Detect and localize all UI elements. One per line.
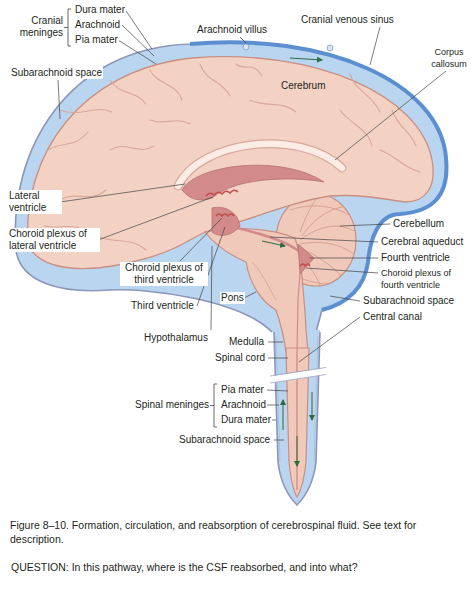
meninges-label: Dura mater [220,414,272,426]
meninges-label: Arachnoid [74,19,121,31]
part-label: Choroid plexus of lateral ventricle [8,228,100,252]
meninges-label: Pia mater [220,384,265,396]
part-label: Spinal cord [214,352,266,364]
part-label: Third ventricle [130,300,195,312]
part-label: Subarachnoid space [362,295,455,307]
part-label: Hypothalamus [143,332,209,344]
part-label: Fourth ventricle [380,252,451,264]
meninges-label: Dura mater [74,4,126,16]
part-label: Choroid plexus of third ventricle [120,262,208,286]
part-label: Medulla [228,336,265,348]
figure-question: QUESTION: In this pathway, where is the … [10,560,466,574]
part-label: Choroid plexus of fourth ventricle [380,267,472,291]
part-label: Central canal [362,311,423,323]
part-label: Cerebrum [280,80,326,92]
part-label: Lateral ventricle [8,190,62,214]
part-label: Cranial venous sinus [300,14,395,26]
meninges-group-label: Cranial meninges [16,15,64,39]
part-label: Cerebral aqueduct [380,236,464,248]
meninges-label: Arachnoid [220,399,267,411]
part-label: Corpus callosum [424,46,474,70]
part-label: Cerebellum [392,218,445,230]
figure-caption: Figure 8–10. Formation, circulation, and… [10,518,464,546]
part-label: Pons [220,292,245,304]
meninges-group-label: Spinal meninges [126,399,210,411]
part-label: Arachnoid villus [196,24,268,36]
part-label: Subarachnoid space [178,434,271,446]
meninges-label: Pia mater [74,34,119,46]
part-label: Subarachnoid space [10,67,103,79]
